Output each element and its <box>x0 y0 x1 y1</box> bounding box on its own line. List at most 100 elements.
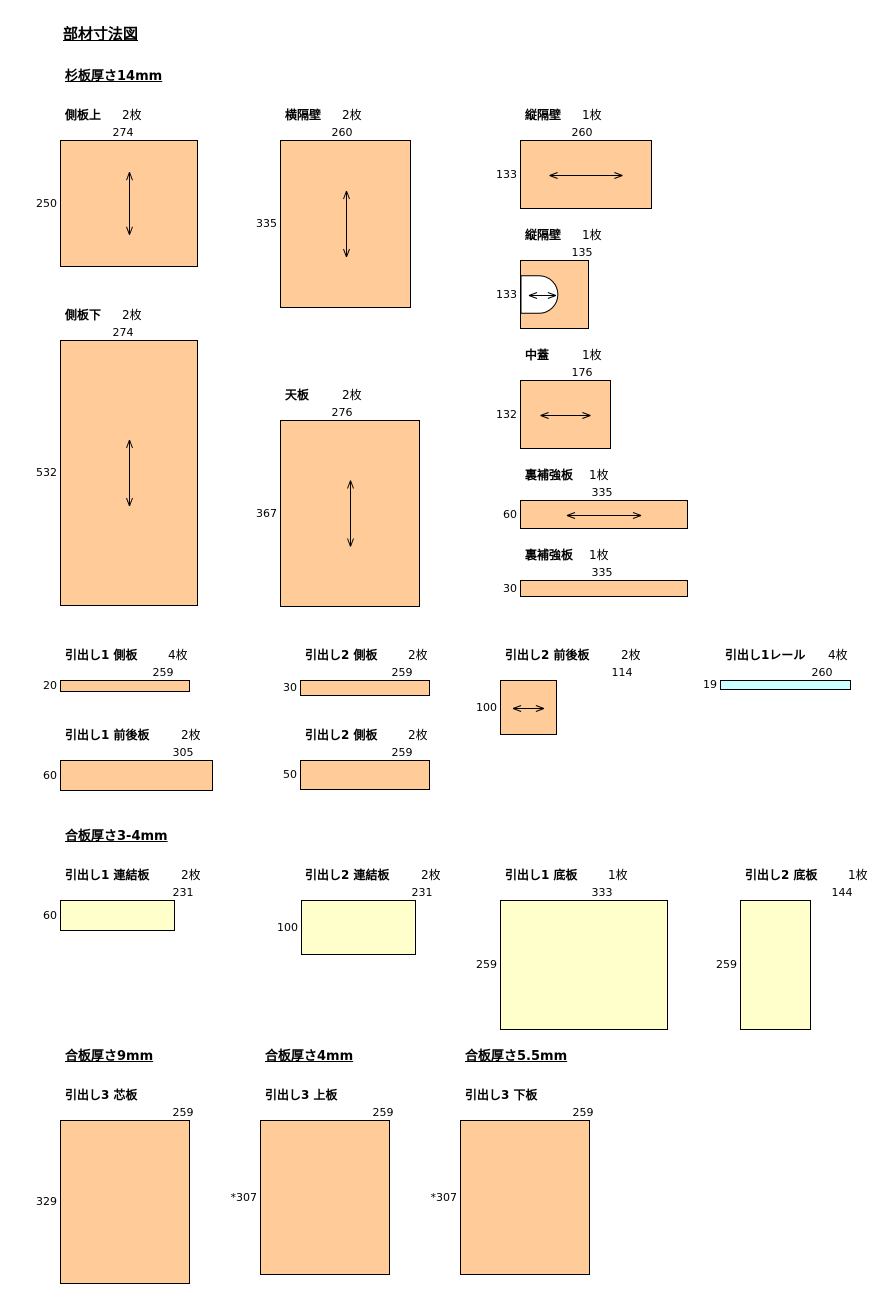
board-cedar <box>520 260 589 329</box>
board-cedar <box>300 760 430 790</box>
board-cedar <box>60 340 198 606</box>
part-name: 引出し2 側板 <box>305 728 378 742</box>
part-name: 中蓋 <box>525 348 550 362</box>
width-dimension: 144 <box>831 886 853 899</box>
part-name: 引出し1 底板 <box>505 868 578 882</box>
height-dimension: 335 <box>256 217 277 230</box>
part-count: 1枚 <box>582 108 602 122</box>
grain-direction-arrow <box>521 275 559 314</box>
height-dimension: 329 <box>36 1195 57 1208</box>
section-cedar-14mm: 杉板厚さ14mm <box>65 69 163 84</box>
height-dimension: 532 <box>36 466 57 479</box>
part-name: 引出し3 芯板 <box>65 1088 138 1102</box>
width-dimension: 231 <box>411 886 433 899</box>
part-count: 2枚 <box>408 728 428 742</box>
part-count: 2枚 <box>342 388 362 402</box>
grain-direction-arrow <box>549 172 623 179</box>
width-dimension: 274 <box>112 326 134 339</box>
part-count: 2枚 <box>421 868 441 882</box>
part-name: 引出し3 下板 <box>465 1088 538 1102</box>
grain-direction-arrow <box>566 512 642 519</box>
board-cedar <box>280 140 411 308</box>
part-count: 1枚 <box>848 868 868 882</box>
height-dimension: 133 <box>496 167 517 181</box>
width-dimension: 259 <box>372 1106 394 1119</box>
board-cedar <box>60 680 190 692</box>
part-count: 2枚 <box>122 108 142 122</box>
part-name: 裏補強板 <box>525 548 574 562</box>
height-dimension: 60 <box>43 908 57 922</box>
grain-direction-arrow <box>512 705 545 712</box>
height-dimension: 132 <box>496 407 517 421</box>
width-dimension: 259 <box>391 666 413 679</box>
width-dimension: 176 <box>571 366 593 379</box>
board-cedar <box>520 140 652 209</box>
part-name: 引出し3 上板 <box>265 1088 338 1102</box>
part-name: 引出し2 前後板 <box>505 648 590 662</box>
height-dimension: 30 <box>503 581 517 595</box>
height-dimension: 259 <box>476 958 497 971</box>
board-rail <box>720 680 851 690</box>
height-dimension: 30 <box>283 681 297 694</box>
part-name: 側板上 <box>65 108 102 122</box>
height-dimension: 50 <box>283 768 297 781</box>
part-count: 2枚 <box>122 308 142 322</box>
section-plywood-3-4mm: 合板厚さ3-4mm <box>65 829 168 844</box>
board-ply <box>60 900 175 931</box>
part-name: 引出し2 底板 <box>745 868 818 882</box>
width-dimension: 114 <box>611 666 633 679</box>
width-dimension: 276 <box>331 406 353 419</box>
section-plywood-4mm: 合板厚さ4mm <box>265 1049 354 1064</box>
section-plywood-9mm: 合板厚さ9mm <box>65 1049 154 1064</box>
board-cedar <box>520 500 688 529</box>
part-count: 1枚 <box>582 228 602 242</box>
part-name: 縦隔壁 <box>525 108 562 122</box>
part-count: 2枚 <box>408 648 428 662</box>
part-count: 1枚 <box>608 868 628 882</box>
width-dimension: 335 <box>591 566 613 579</box>
part-name: 天板 <box>285 388 310 402</box>
board-cedar <box>500 680 557 735</box>
height-dimension: *307 <box>430 1190 458 1204</box>
height-dimension: 60 <box>43 768 57 782</box>
width-dimension: 231 <box>172 886 194 899</box>
part-name: 側板下 <box>65 308 102 322</box>
width-dimension: 260 <box>811 666 833 679</box>
grain-direction-arrow <box>540 412 591 419</box>
height-dimension: 133 <box>496 287 517 301</box>
part-name: 縦隔壁 <box>525 228 562 242</box>
part-count: 1枚 <box>589 468 609 482</box>
part-count: 2枚 <box>181 728 201 742</box>
height-dimension: 60 <box>503 507 517 521</box>
height-dimension: *307 <box>230 1190 258 1204</box>
grain-direction-arrow <box>126 439 133 507</box>
part-name: 引出し2 側板 <box>305 648 378 662</box>
section-plywood-5-5mm: 合板厚さ5.5mm <box>465 1049 568 1064</box>
width-dimension: 335 <box>591 486 613 499</box>
board-cedar <box>460 1120 590 1275</box>
height-dimension: 259 <box>716 958 737 971</box>
part-count: 4枚 <box>168 648 188 662</box>
width-dimension: 333 <box>591 886 613 899</box>
board-cedar <box>60 1120 190 1284</box>
width-dimension: 135 <box>571 246 593 259</box>
part-count: 1枚 <box>589 548 609 562</box>
width-dimension: 259 <box>572 1106 594 1119</box>
grain-direction-arrow <box>126 172 133 235</box>
width-dimension: 260 <box>331 126 353 139</box>
part-name: 引出し2 連結板 <box>305 868 390 882</box>
height-dimension: 367 <box>256 506 277 520</box>
board-cedar <box>520 380 611 449</box>
width-dimension: 259 <box>152 666 174 679</box>
board-ply <box>301 900 416 955</box>
board-ply <box>740 900 811 1030</box>
height-dimension: 100 <box>476 700 497 714</box>
width-dimension: 274 <box>112 126 134 139</box>
part-name: 裏補強板 <box>525 468 574 482</box>
part-count: 2枚 <box>621 648 641 662</box>
board-cedar <box>60 760 213 791</box>
part-name: 引出し1 側板 <box>65 648 138 662</box>
board-cedar <box>60 140 198 267</box>
part-name: 引出し1 連結板 <box>65 868 150 882</box>
grain-direction-arrow <box>347 480 354 547</box>
